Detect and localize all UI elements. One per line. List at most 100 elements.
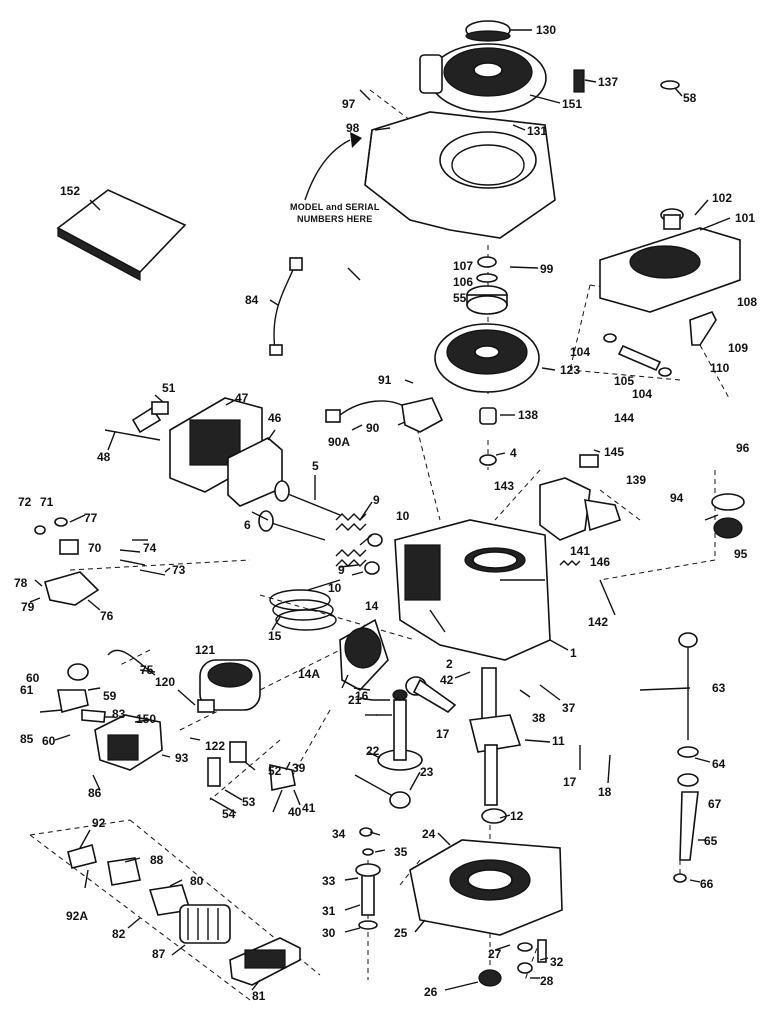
- part-label: 139: [626, 473, 646, 487]
- part-label: 99: [540, 262, 554, 276]
- assembly-guide-lines: [29, 89, 731, 1001]
- part-label: 110: [710, 361, 730, 375]
- carburetor: [57, 663, 163, 771]
- part-label: 94: [670, 491, 684, 505]
- part-label: 152: [60, 184, 80, 198]
- head-bolt: [104, 429, 161, 441]
- handle-clip: [573, 69, 585, 93]
- part-label: 53: [242, 795, 256, 809]
- piston: [339, 618, 389, 692]
- part-number-labels: 130 137 58 97 151 131 98 152 102 101 107…: [14, 23, 757, 1003]
- starter-pulley: [466, 285, 508, 315]
- part-label: 27: [488, 947, 502, 961]
- part-label: 101: [735, 211, 755, 225]
- part-label: 60: [42, 734, 56, 748]
- part-label: 55: [453, 291, 467, 305]
- part-label: 109: [728, 341, 748, 355]
- part-label: 64: [712, 757, 726, 771]
- part-label: 106: [453, 275, 473, 289]
- part-label: 17: [563, 775, 577, 789]
- part-label: 23: [420, 765, 434, 779]
- part-label: 96: [736, 441, 750, 455]
- air-cleaner-base: [67, 843, 192, 916]
- part-label: 78: [14, 576, 28, 590]
- part-label: 92A: [66, 909, 88, 923]
- part-label: 83: [112, 707, 126, 721]
- governor-link: [107, 559, 166, 676]
- part-label: 138: [518, 408, 538, 422]
- valve-springs: [335, 513, 383, 575]
- part-label: 51: [162, 381, 176, 395]
- part-label: 16: [355, 689, 369, 703]
- part-label: 104: [570, 345, 590, 359]
- crankshaft: [469, 667, 522, 806]
- part-label: 33: [322, 874, 336, 888]
- part-label: 54: [222, 807, 236, 821]
- cam-gear: [377, 689, 423, 771]
- part-label: 80: [190, 874, 204, 888]
- muffler-studs: [603, 333, 672, 377]
- small-link: [660, 80, 680, 90]
- part-label: 86: [88, 786, 102, 800]
- dipstick: [673, 632, 699, 883]
- rewind-starter: [419, 43, 547, 113]
- part-label: 107: [453, 259, 473, 273]
- part-label: 63: [712, 681, 726, 695]
- air-cleaner-filter: [199, 659, 261, 711]
- part-label: 145: [604, 445, 624, 459]
- part-label: 90A: [328, 435, 350, 449]
- part-label: 151: [562, 97, 582, 111]
- part-label: 142: [588, 615, 608, 629]
- part-label: 120: [155, 675, 175, 689]
- part-label: 144: [614, 411, 634, 425]
- breather-assembly: [539, 454, 622, 541]
- part-label: 5: [312, 459, 319, 473]
- part-label: 87: [152, 947, 166, 961]
- part-label: 123: [560, 363, 580, 377]
- part-label: 1: [570, 646, 577, 660]
- part-label: 71: [40, 495, 54, 509]
- muffler-bracket: [689, 311, 717, 346]
- part-label: 12: [510, 809, 524, 823]
- part-label: 90: [366, 421, 380, 435]
- part-label: 122: [205, 739, 225, 753]
- part-label: 4: [510, 446, 517, 460]
- part-label: 9: [373, 493, 380, 507]
- part-label: 26: [424, 985, 438, 999]
- engine-sump: [409, 839, 563, 936]
- part-label: 65: [704, 834, 718, 848]
- part-label: 39: [292, 761, 306, 775]
- valves: [258, 480, 341, 541]
- part-label: 73: [172, 563, 186, 577]
- part-label: 104: [632, 387, 652, 401]
- part-label: 30: [322, 926, 336, 940]
- note-line-1: MODEL and SERIAL: [290, 202, 380, 212]
- part-label: 28: [540, 974, 554, 988]
- part-label: 137: [598, 75, 618, 89]
- starter-cup: [465, 20, 511, 42]
- part-label: 92: [92, 816, 106, 830]
- part-label: 22: [366, 744, 380, 758]
- part-label: 131: [527, 124, 547, 138]
- part-label: 130: [536, 23, 556, 37]
- ignition-module: [325, 397, 444, 433]
- piston-rings: [269, 589, 337, 631]
- camshaft: [354, 774, 411, 809]
- part-label: 14A: [298, 667, 320, 681]
- part-label: 14: [365, 599, 379, 613]
- part-label: 40: [288, 805, 302, 819]
- fuel-cap-parts: [711, 493, 745, 539]
- part-label: 34: [332, 827, 346, 841]
- part-label: 82: [112, 927, 126, 941]
- part-label: 47: [235, 391, 249, 405]
- flywheel-key-spacer: [479, 407, 497, 466]
- part-label: 41: [302, 801, 316, 815]
- part-label: 31: [322, 904, 336, 918]
- part-label: 25: [394, 926, 408, 940]
- muffler: [599, 208, 741, 313]
- part-label: 2: [446, 657, 453, 671]
- part-label: 15: [268, 629, 282, 643]
- air-filter-cartridge: [179, 904, 231, 944]
- blower-housing: [364, 111, 556, 239]
